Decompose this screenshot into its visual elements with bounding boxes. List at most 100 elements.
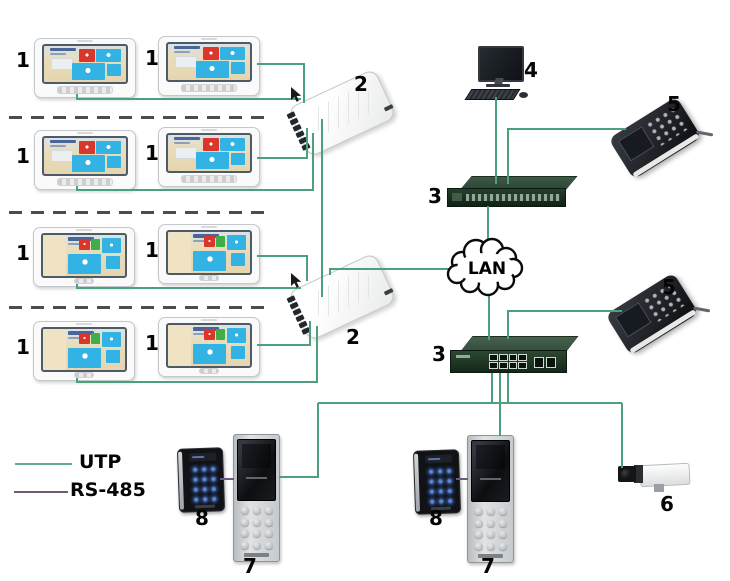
distributor-label: 2	[354, 72, 368, 96]
master-station-label: 5	[662, 275, 676, 299]
monitor-screen	[41, 327, 127, 372]
accept-tile-icon	[91, 238, 101, 251]
accept-tile-icon	[216, 328, 226, 341]
indoor-monitor-label: 1	[16, 48, 30, 72]
lan-cloud: LAN	[446, 237, 524, 297]
hangup-tile-icon	[79, 48, 95, 62]
monitor-buttons	[181, 175, 237, 183]
camera-label: 6	[660, 492, 674, 516]
floor-separator	[9, 211, 272, 214]
network-switch	[447, 176, 578, 207]
monitor-buttons	[57, 178, 113, 186]
indoor-monitor-label: 1	[145, 331, 159, 355]
keypad-display	[189, 452, 217, 462]
door-station-label: 7	[481, 554, 495, 578]
call-tile-icon	[227, 234, 246, 251]
keypad-keys	[427, 466, 453, 505]
hangup-tile-icon	[79, 332, 90, 345]
indoor-monitor	[33, 227, 135, 287]
call-tile-icon	[220, 46, 246, 60]
monitor-screen	[166, 230, 252, 275]
master-station	[605, 272, 711, 356]
master-station	[608, 96, 714, 180]
keypad-keys	[191, 464, 217, 503]
monitor-buttons	[181, 84, 237, 92]
indoor-monitor-label: 1	[16, 335, 30, 359]
rj45-port-block	[489, 354, 527, 369]
monitor-buttons	[57, 86, 113, 94]
monitor-screen	[166, 42, 252, 82]
brand-logo	[244, 553, 269, 557]
indoor-monitor	[158, 36, 260, 96]
network-switch	[450, 336, 579, 373]
monitor-buttons	[74, 372, 94, 378]
video-audio-distributor	[286, 252, 397, 342]
floor-separator	[9, 306, 272, 309]
accept-tile-icon	[91, 332, 101, 345]
monitor-screen	[166, 133, 252, 173]
keypad-display	[425, 454, 453, 464]
lan-cloud-label: LAN	[468, 259, 506, 279]
power-port	[383, 104, 394, 112]
utp-legend-label: UTP	[79, 451, 122, 473]
indoor-monitor-label: 1	[16, 241, 30, 265]
camera-lens-icon	[618, 466, 636, 482]
door-camera-panel	[237, 439, 276, 501]
indoor-monitor	[33, 321, 135, 381]
indoor-monitor	[34, 130, 136, 190]
switch-ports	[447, 188, 566, 207]
accept-tile-icon	[216, 235, 226, 248]
call-tile-icon	[102, 237, 121, 254]
monitor-screen	[41, 233, 127, 278]
hangup-tile-icon	[79, 140, 95, 154]
utp-line-swatch	[15, 463, 72, 465]
access-keypad-label: 8	[195, 506, 209, 530]
indoor-monitor-label: 1	[16, 144, 30, 168]
computer-mouse	[519, 92, 528, 98]
floor-separator	[9, 116, 272, 119]
hangup-tile-icon	[203, 46, 219, 60]
monitor-buttons	[199, 368, 219, 374]
monitor-buttons	[199, 275, 219, 281]
monitor-buttons	[74, 278, 94, 284]
switch-label: 3	[428, 184, 442, 208]
call-tile-icon	[220, 137, 246, 151]
switch-label: 3	[432, 342, 446, 366]
box-camera	[618, 461, 691, 495]
door-station	[467, 435, 514, 563]
distributor-label: 2	[346, 325, 360, 349]
door-camera-panel	[471, 440, 510, 502]
door-call-buttons	[241, 506, 273, 550]
call-tile-icon	[96, 48, 122, 62]
camera-mount	[654, 484, 664, 492]
indoor-monitor	[158, 317, 260, 377]
power-port	[383, 288, 394, 296]
access-control-keypad	[412, 449, 462, 515]
call-tile-icon	[96, 140, 122, 154]
access-keypad-label: 8	[429, 506, 443, 530]
access-control-keypad	[176, 447, 226, 513]
rs485-legend-label: RS-485	[70, 479, 146, 501]
rs485-line-swatch	[14, 491, 68, 493]
door-station-label: 7	[243, 554, 257, 578]
hangup-tile-icon	[204, 328, 215, 341]
hangup-tile-icon	[204, 235, 215, 248]
indoor-monitor-label: 1	[145, 238, 159, 262]
monitor-screen	[166, 323, 252, 368]
call-tile-icon	[227, 327, 246, 344]
indoor-monitor	[34, 38, 136, 98]
call-tile-icon	[102, 331, 121, 348]
computer-monitor	[478, 46, 524, 82]
indoor-monitor-label: 1	[145, 141, 159, 165]
indoor-monitor	[158, 224, 260, 284]
door-station	[233, 434, 280, 562]
brand-logo	[478, 554, 503, 558]
door-call-buttons	[475, 507, 507, 551]
monitor-screen	[42, 44, 128, 84]
indoor-monitor-label: 1	[145, 46, 159, 70]
hangup-tile-icon	[79, 238, 90, 251]
computer-keyboard	[464, 89, 521, 100]
management-computer	[464, 46, 530, 102]
computer-label: 4	[524, 58, 538, 82]
